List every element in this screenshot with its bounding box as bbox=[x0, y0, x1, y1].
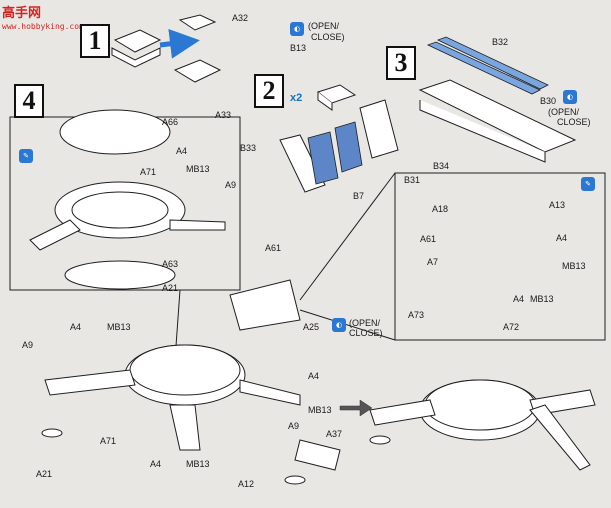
part-label: MB13 bbox=[530, 294, 554, 304]
part-label: A63 bbox=[162, 259, 179, 269]
part-label: A13 bbox=[549, 200, 566, 210]
note-close: CLOSE) bbox=[349, 328, 383, 338]
part-label: A71 bbox=[100, 436, 117, 446]
part-label: A4 bbox=[556, 233, 568, 243]
part-label: A72 bbox=[503, 322, 520, 332]
step4-frame bbox=[9, 116, 241, 291]
note-open: (OPEN/ bbox=[308, 21, 340, 31]
part-label: B13 bbox=[290, 43, 307, 53]
part-label: A73 bbox=[408, 310, 425, 320]
glue-icon: ✎ bbox=[581, 177, 595, 191]
part-label: A61 bbox=[420, 234, 437, 244]
part-label: MB13 bbox=[186, 164, 210, 174]
open-close-icon: ◐ bbox=[563, 90, 577, 104]
quantity-multiplier: x2 bbox=[290, 92, 303, 104]
part-label: A21 bbox=[162, 283, 179, 293]
part-label: A66 bbox=[162, 117, 179, 127]
part-label: A18 bbox=[432, 204, 449, 214]
step-4-number: 4 bbox=[14, 84, 44, 118]
step-1-number: 1 bbox=[80, 24, 110, 58]
part-label: B33 bbox=[240, 143, 257, 153]
open-close-icon: ◐ bbox=[290, 22, 304, 36]
part-label: A9 bbox=[22, 340, 34, 350]
part-label: A9 bbox=[288, 421, 300, 431]
part-label: B34 bbox=[433, 161, 450, 171]
glue-icon: ✎ bbox=[19, 149, 33, 163]
part-label: A4 bbox=[513, 294, 525, 304]
part-label: A32 bbox=[232, 13, 249, 23]
part-label: A71 bbox=[140, 167, 157, 177]
note-close: CLOSE) bbox=[311, 32, 345, 42]
part-label: A9 bbox=[225, 180, 237, 190]
part-label: MB13 bbox=[186, 459, 210, 469]
note-close: CLOSE) bbox=[557, 117, 591, 127]
part-label: B30 bbox=[540, 96, 557, 106]
step-2-number: 2 bbox=[254, 74, 284, 108]
part-label: A37 bbox=[326, 429, 343, 439]
part-label: A61 bbox=[265, 243, 282, 253]
part-label: A4 bbox=[70, 322, 82, 332]
step-3-number: 3 bbox=[386, 46, 416, 80]
note-open: (OPEN/ bbox=[349, 318, 381, 328]
part-label: MB13 bbox=[562, 261, 586, 271]
part-label: A21 bbox=[36, 469, 53, 479]
part-label: B31 bbox=[404, 175, 421, 185]
part-label: A4 bbox=[308, 371, 320, 381]
open-close-icon: ◐ bbox=[332, 318, 346, 332]
part-label: MB13 bbox=[308, 405, 332, 415]
part-label: A12 bbox=[238, 479, 255, 489]
part-label: A4 bbox=[176, 146, 188, 156]
part-label: B32 bbox=[492, 37, 509, 47]
part-label: A25 bbox=[303, 322, 320, 332]
note-open: (OPEN/ bbox=[548, 107, 580, 117]
watermark-brand: 高手网 bbox=[2, 6, 42, 21]
detail-frame bbox=[394, 172, 606, 341]
watermark-url: www.hobbyking.com bbox=[2, 22, 84, 31]
part-label: A4 bbox=[150, 459, 162, 469]
part-label: MB13 bbox=[107, 322, 131, 332]
part-label: A33 bbox=[215, 110, 232, 120]
part-label: A7 bbox=[427, 257, 439, 267]
part-label: B7 bbox=[353, 191, 365, 201]
